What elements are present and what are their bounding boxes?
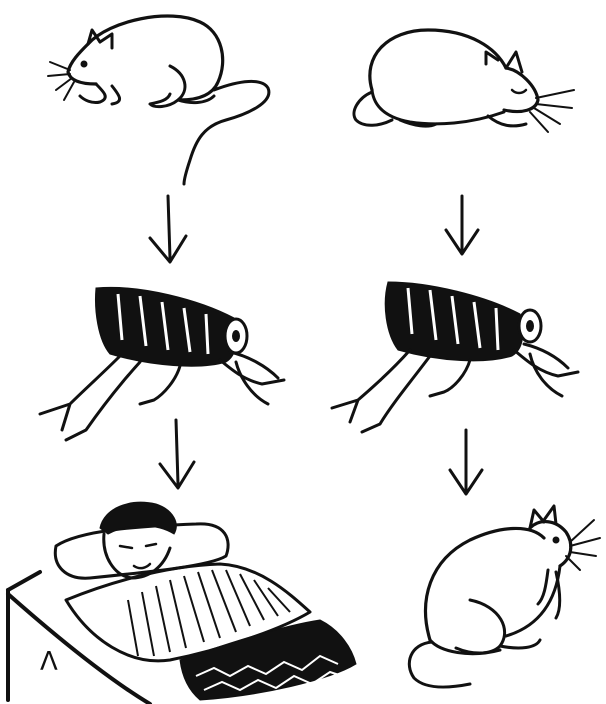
arrow-down-icon — [150, 196, 186, 262]
sitting-rat-icon — [409, 506, 600, 687]
arrow-down-icon — [450, 430, 482, 494]
flea-icon — [40, 287, 284, 440]
rat-icon — [48, 16, 269, 184]
flea-icon — [332, 282, 578, 432]
arrow-down-icon — [446, 196, 478, 254]
arrow-down-icon — [160, 420, 194, 488]
corner-mark: Λ — [40, 647, 58, 677]
sleeping-rat-icon — [354, 30, 574, 132]
sick-person-in-bed-icon: Λ — [8, 502, 356, 704]
